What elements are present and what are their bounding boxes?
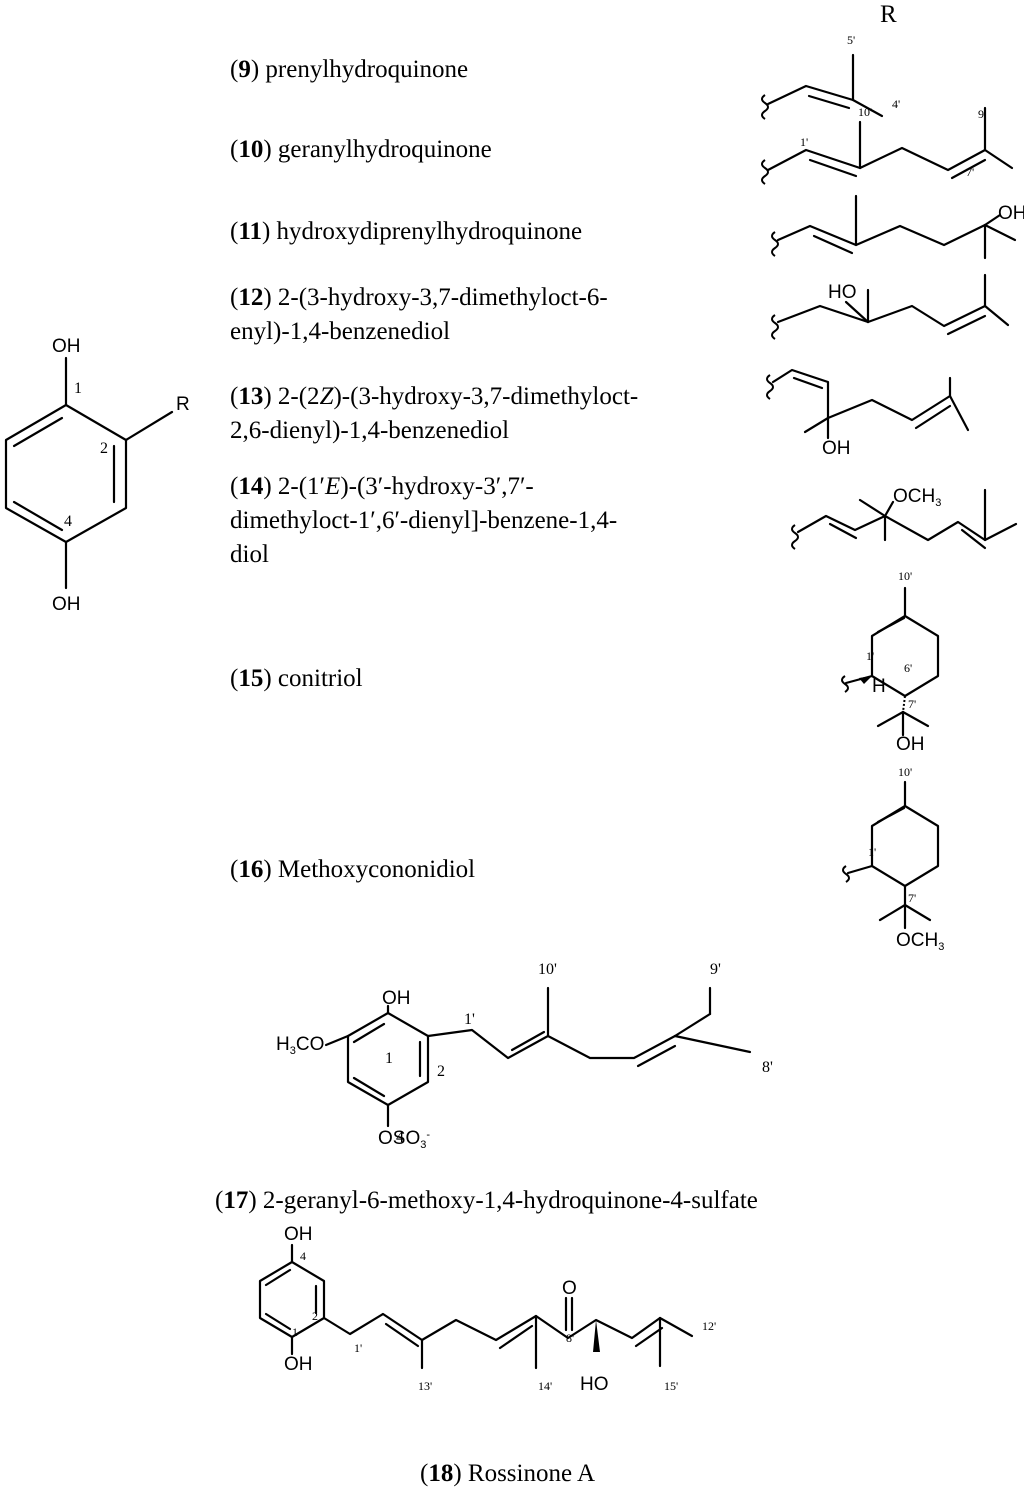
svg-text:8': 8' <box>762 1059 773 1076</box>
svg-text:OH: OH <box>382 988 411 1009</box>
svg-text:15': 15' <box>664 1379 678 1393</box>
r-group-15-conitriol: 10' 1' 6' 7' H OH <box>841 569 940 755</box>
svg-text:OCH3: OCH3 <box>896 930 944 953</box>
compound-12-name-line1: (12) 2-(3-hydroxy-3,7-dimethyloct-6- <box>230 284 608 311</box>
compound-12-name-line2: enyl)-1,4-benzenediol <box>230 318 450 345</box>
svg-text:7': 7' <box>908 891 916 905</box>
svg-text:OH: OH <box>822 438 851 459</box>
compound-10-name: (10) geranylhydroquinone <box>230 136 492 163</box>
svg-text:HO: HO <box>580 1374 609 1395</box>
r-group-10-geranyl: 10' 9' 1' 7' <box>761 105 1014 185</box>
svg-text:5': 5' <box>847 33 855 47</box>
core-oh-top: OH <box>52 336 81 357</box>
compound-13-name-line1: (13) 2-(2Z)-(3-hydroxy-3,7-dimethyloct- <box>230 383 638 410</box>
compound-17-structure: OH H3CO OSO3- 1 2 4 1' 10' 9' 8' <box>276 961 773 1151</box>
svg-text:O: O <box>562 1278 577 1299</box>
compound-16-name: (16) Methoxycononidiol <box>230 856 475 883</box>
svg-text:1: 1 <box>385 1050 393 1067</box>
svg-text:OSO3-: OSO3- <box>378 1128 430 1151</box>
svg-text:6': 6' <box>904 661 912 675</box>
svg-text:13': 13' <box>418 1379 432 1393</box>
svg-text:1': 1' <box>868 845 876 859</box>
core-r-substituent: R <box>176 394 190 415</box>
compound-17-name: (17) 2-geranyl-6-methoxy-1,4-hydroquinon… <box>215 1187 758 1214</box>
compound-11-name: (11) hydroxydiprenylhydroquinone <box>230 218 582 245</box>
svg-text:4': 4' <box>892 97 900 111</box>
r-group-12: HO <box>771 273 1010 340</box>
svg-text:8': 8' <box>566 1331 574 1345</box>
svg-text:14': 14' <box>538 1379 552 1393</box>
svg-text:7': 7' <box>908 697 916 711</box>
r-group-9-prenyl: 5' 4' <box>761 33 900 120</box>
core-position-2: 2 <box>100 440 108 457</box>
svg-text:H3CO: H3CO <box>276 1034 324 1057</box>
core-position-4: 4 <box>64 513 72 530</box>
r-group-13: OH <box>766 368 970 459</box>
r-group-16-methoxycononidiol: 10' 1' 7' OCH3 <box>842 765 944 953</box>
core-hydroquinone-structure: OH OH R 1 2 4 <box>4 336 190 615</box>
svg-text:OH: OH <box>998 203 1024 224</box>
svg-text:10': 10' <box>538 961 557 978</box>
r-column-header: R <box>880 1 897 28</box>
svg-text:1: 1 <box>292 1325 298 1339</box>
compound-14-name-line2: dimethyloct-1′,6′-dienyl]-benzene-1,4- <box>230 507 617 534</box>
core-position-1: 1 <box>74 380 82 397</box>
svg-text:OH: OH <box>896 734 925 755</box>
compound-14-name-line3: diol <box>230 541 269 568</box>
svg-text:4: 4 <box>396 1129 404 1146</box>
r-group-14: OCH3 <box>791 486 1018 550</box>
svg-text:10': 10' <box>858 105 872 119</box>
svg-text:10': 10' <box>898 765 912 779</box>
svg-text:H: H <box>872 676 886 697</box>
svg-text:12': 12' <box>702 1319 716 1333</box>
compound-15-name: (15) conitriol <box>230 665 363 692</box>
svg-text:9': 9' <box>710 961 721 978</box>
svg-text:OH: OH <box>284 1224 313 1245</box>
r-group-11: OH <box>771 194 1024 260</box>
svg-text:9': 9' <box>978 107 986 121</box>
svg-text:7': 7' <box>966 165 974 179</box>
svg-text:1': 1' <box>354 1341 362 1355</box>
r14-och3: OCH3 <box>893 486 941 509</box>
core-oh-bottom: OH <box>52 594 81 615</box>
compound-14-name-line1: (14) 2-(1′E)-(3′-hydroxy-3′,7′- <box>230 473 534 500</box>
svg-text:10': 10' <box>898 569 912 583</box>
svg-text:1': 1' <box>464 1011 475 1028</box>
compound-18-structure: OH OH O HO 4 2 1 1' 8' 12' 13' 14' 15' <box>258 1224 716 1395</box>
compound-18-name: (18) Rossinone A <box>420 1460 595 1487</box>
compound-9-name: (9) prenylhydroquinone <box>230 56 468 83</box>
svg-text:1': 1' <box>800 135 808 149</box>
svg-text:2: 2 <box>312 1309 318 1323</box>
compound-13-name-line2: 2,6-dienyl)-1,4-benzenediol <box>230 417 509 444</box>
svg-text:HO: HO <box>828 282 857 303</box>
svg-text:4: 4 <box>300 1249 306 1263</box>
svg-text:2: 2 <box>437 1063 445 1080</box>
svg-text:1': 1' <box>866 649 874 663</box>
svg-text:OH: OH <box>284 1354 313 1375</box>
